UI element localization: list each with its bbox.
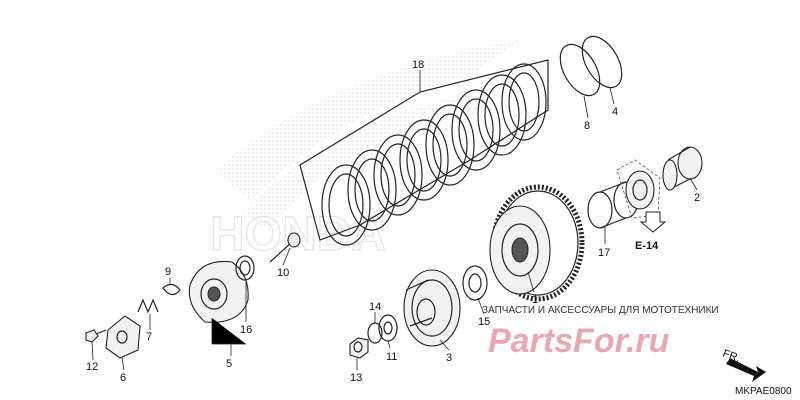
part-label-6: 6 (120, 372, 126, 384)
needle-bearing-17 (587, 159, 661, 229)
clutch-plates (321, 63, 547, 246)
part-label-8: 8 (584, 120, 590, 132)
part-label-3: 3 (446, 352, 452, 364)
reference-arrow (639, 211, 667, 233)
ring-4 (581, 35, 623, 89)
shop-banner: ЗАПЧАСТИ И АКСЕССУАРЫ ДЛЯ МОТОТЕХНИКИ (482, 305, 719, 316)
pressure-plate-5 (188, 260, 249, 323)
bearing-16 (235, 255, 255, 281)
part-label-5: 5 (226, 358, 232, 370)
part-label-2: 2 (694, 192, 700, 204)
lifter-rod-10 (269, 232, 301, 263)
washer-15 (462, 265, 488, 301)
reference-label: E-14 (635, 240, 659, 252)
part-label-10: 10 (277, 267, 289, 279)
plate-pack-outline (299, 59, 549, 241)
watermark-wing (215, 40, 520, 230)
part-label-18: 18 (412, 59, 424, 71)
shop-logo: PartsFor.ru (488, 322, 670, 360)
ring-8 (559, 43, 601, 97)
front-direction-arrow (726, 358, 766, 382)
part-label-4: 4 (612, 106, 618, 118)
part-label-7: 7 (146, 331, 152, 343)
lifter-plate-6 (105, 315, 141, 359)
part-label-1: 1 (532, 294, 538, 306)
part-label-11: 11 (386, 351, 397, 363)
part-label-17: 17 (598, 247, 610, 259)
part-label-9: 9 (165, 266, 171, 278)
part-label-12: 12 (86, 361, 98, 373)
leader-lines (91, 70, 698, 371)
part-label-16: 16 (240, 324, 252, 336)
bolt-12 (85, 329, 107, 343)
part-label-15: 15 (478, 316, 490, 328)
clutch-center-3 (403, 269, 461, 347)
front-direction-label: FR. (721, 348, 742, 365)
spring-7 (137, 298, 159, 314)
clutch-outer-1 (489, 184, 585, 302)
part-label-14: 14 (369, 301, 381, 313)
diagram-code: MKPAE0800 (735, 386, 792, 397)
collar-2 (662, 146, 703, 191)
nut-13 (349, 337, 369, 359)
washer-9 (162, 283, 181, 296)
part-label-13: 13 (350, 372, 362, 384)
